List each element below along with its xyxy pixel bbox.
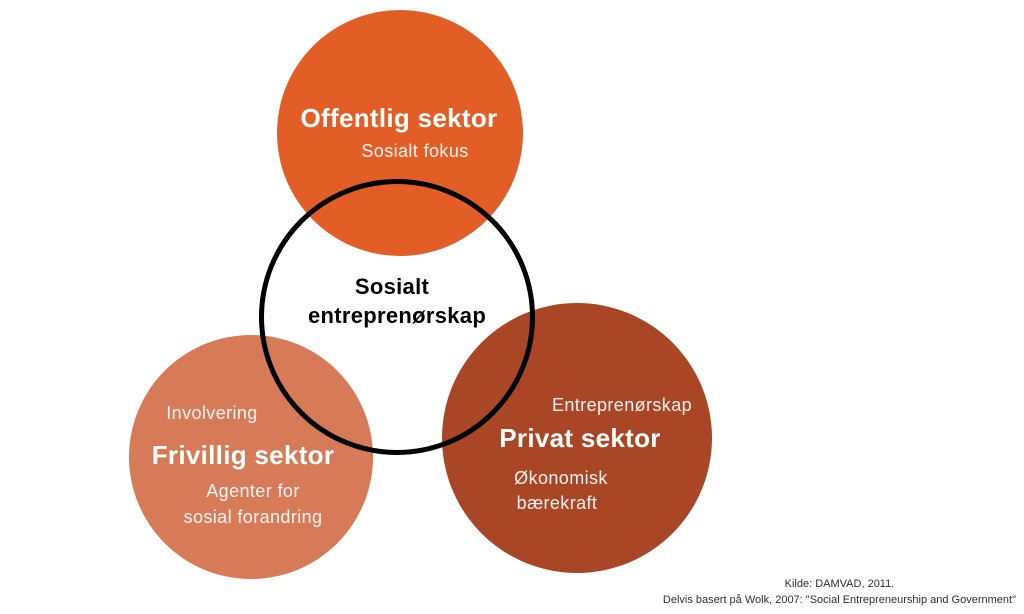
public-sector-title: Offentlig sektor <box>300 103 498 133</box>
public-sector-subtitle: Sosialt fokus <box>361 141 469 161</box>
voluntary-sector-title: Frivillig sektor <box>151 440 335 470</box>
source-citation-line2: Delvis basert på Wolk, 2007: "Social Ent… <box>662 594 1016 606</box>
private-sector-subtitle-line1: Økonomisk <box>514 468 608 488</box>
private-sector-subtitle-line2: bærekraft <box>516 493 598 513</box>
voluntary-sector-subtitle-line1: Agenter for <box>206 481 300 501</box>
center-overlap-ring <box>259 179 535 455</box>
center-label-line1: Sosialt <box>354 274 430 299</box>
private-sector-tag: Entreprenørskap <box>551 395 693 415</box>
voluntary-sector-subtitle-line2: sosial forandring <box>183 507 323 527</box>
source-citation: Kilde: DAMVAD, 2011. Delvis basert på Wo… <box>663 576 1016 608</box>
source-citation-line1: Kilde: DAMVAD, 2011. <box>784 578 895 590</box>
voluntary-sector-tag: Involvering <box>166 403 258 423</box>
center-label-line2: entreprenørskap <box>307 303 487 328</box>
private-sector-title: Privat sektor <box>499 423 661 453</box>
